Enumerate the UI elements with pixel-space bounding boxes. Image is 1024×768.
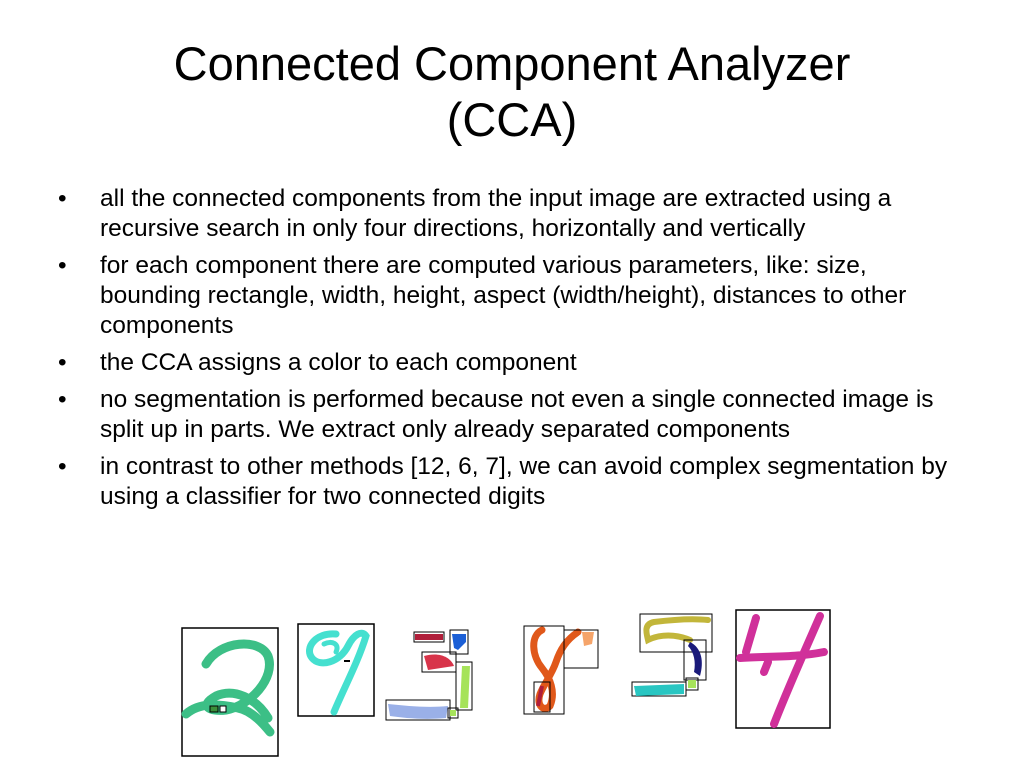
bounding-box: [297, 623, 375, 717]
bullet-dot: •: [58, 252, 67, 279]
component-box: [523, 625, 565, 715]
bullet-text: all the connected components from the in…: [100, 185, 892, 242]
digit-9-component-image: [297, 623, 375, 717]
digit-8-component-image: [523, 625, 599, 715]
component-fill: [634, 684, 684, 696]
component-fill: [582, 632, 594, 646]
cca-figure: [0, 600, 1024, 768]
component-fill: [415, 634, 443, 640]
bullet-dot: •: [58, 386, 67, 413]
component-box: [455, 661, 473, 711]
bullet-text: the CCA assigns a color to each componen…: [100, 349, 577, 376]
component-fill: [460, 666, 470, 708]
component-box: [639, 613, 713, 653]
component-stroke: [181, 639, 275, 737]
slide-title: Connected Component Analyzer (CCA): [0, 36, 1024, 148]
small-component-box: [219, 705, 227, 713]
component-stroke: [536, 685, 544, 707]
small-component-box: [209, 705, 219, 713]
bullet-item: • the CCA assigns a color to each compone…: [58, 348, 970, 378]
bullet-item: • for each component there are computed v…: [58, 251, 970, 341]
component-fill: [688, 642, 702, 676]
component-fill: [452, 634, 466, 650]
bullet-text: in contrast to other methods [12, 6, 7],…: [100, 453, 948, 510]
component-box: [413, 631, 445, 643]
digit-2-component-image: [181, 627, 279, 757]
title-line-1: Connected Component Analyzer: [173, 37, 851, 90]
component-stroke: [321, 639, 340, 655]
digit-5-component-image: [631, 613, 713, 697]
digit-3-component-image: [385, 629, 473, 721]
component-fill: [388, 704, 448, 719]
component-box: [563, 629, 599, 669]
bullet-list: • all the connected components from the i…: [58, 184, 970, 519]
component-box: [685, 677, 699, 691]
component-box: [447, 707, 459, 719]
component-box: [449, 629, 469, 655]
component-fill: [688, 680, 696, 688]
component-stroke: [306, 629, 370, 716]
bullet-text: no segmentation is performed because not…: [100, 386, 934, 443]
bullet-item: • in contrast to other methods [12, 6, 7]…: [58, 452, 970, 512]
bounding-box: [181, 627, 279, 757]
component-stroke: [736, 612, 828, 728]
component-fill: [450, 710, 456, 716]
bullet-dot: •: [58, 185, 67, 212]
bullet-dot: •: [58, 349, 67, 376]
title-line-2: (CCA): [446, 93, 578, 146]
bullet-item: • all the connected components from the i…: [58, 184, 970, 244]
component-box: [533, 681, 551, 713]
component-fill: [424, 654, 454, 670]
component-stroke: [530, 626, 582, 712]
bullet-item: • no segmentation is performed because no…: [58, 385, 970, 445]
bullet-text: for each component there are computed va…: [100, 252, 907, 339]
bounding-box: [735, 609, 831, 729]
small-component-box: [344, 660, 350, 662]
digit-4-component-image: [735, 609, 831, 729]
component-stroke: [643, 616, 711, 645]
bullet-dot: •: [58, 453, 67, 480]
